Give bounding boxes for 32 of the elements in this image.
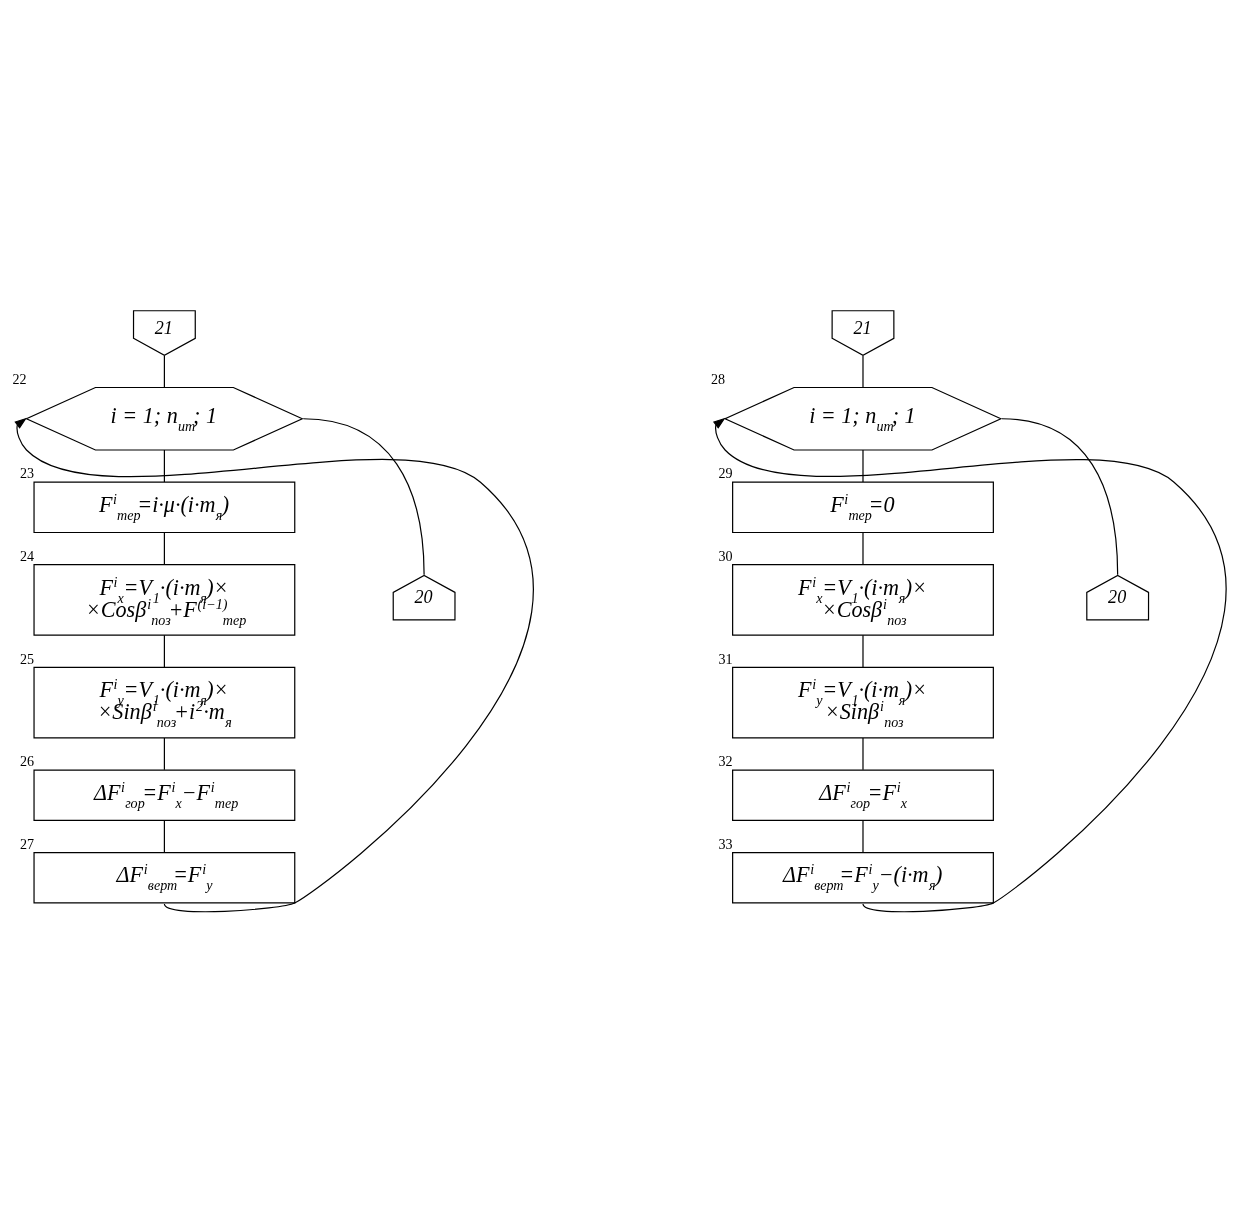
connector	[163, 449, 165, 483]
node-label: 23	[19, 465, 35, 482]
connector	[163, 819, 165, 853]
connector	[163, 634, 165, 668]
node-label: 27	[19, 835, 35, 852]
node-label: 30	[718, 547, 733, 564]
node-label: 25	[19, 650, 35, 667]
node-box: F$^{i}$$_{тер}$=0	[732, 481, 994, 534]
node-label: 33	[718, 835, 733, 852]
connector	[862, 819, 864, 853]
connector	[1001, 418, 1119, 576]
node-label: 26	[19, 753, 35, 770]
connector	[862, 532, 864, 565]
node-box: F$^{i}$$_{y}$=V$_{1}$·(i·m$_{я}$)× ×Sinβ$^{i}$$_{поз}$+i$^{2}$·m$_{я}$	[33, 666, 296, 739]
connector	[862, 355, 864, 389]
connector	[862, 449, 864, 483]
connector	[302, 418, 425, 576]
node-label: 29	[718, 465, 733, 482]
node-label: 31	[718, 650, 733, 667]
connector	[862, 737, 864, 771]
connector	[163, 737, 165, 771]
arrow	[14, 417, 533, 913]
node-label: 32	[718, 753, 733, 770]
node-box: ΔF$^{i}$$_{верт}$=F$^{i}$$_{y}$−(i·m$_{я}$)	[732, 852, 994, 904]
node-label: 24	[19, 547, 35, 564]
node-label: 22	[12, 370, 27, 387]
node-box: F$^{i}$$_{тер}$=i·μ·(i·m$_{я}$)	[33, 481, 296, 534]
connector	[163, 532, 165, 565]
node-label: 28	[710, 370, 726, 387]
connector	[163, 355, 165, 389]
arrow	[712, 417, 1226, 913]
connector	[862, 634, 864, 668]
